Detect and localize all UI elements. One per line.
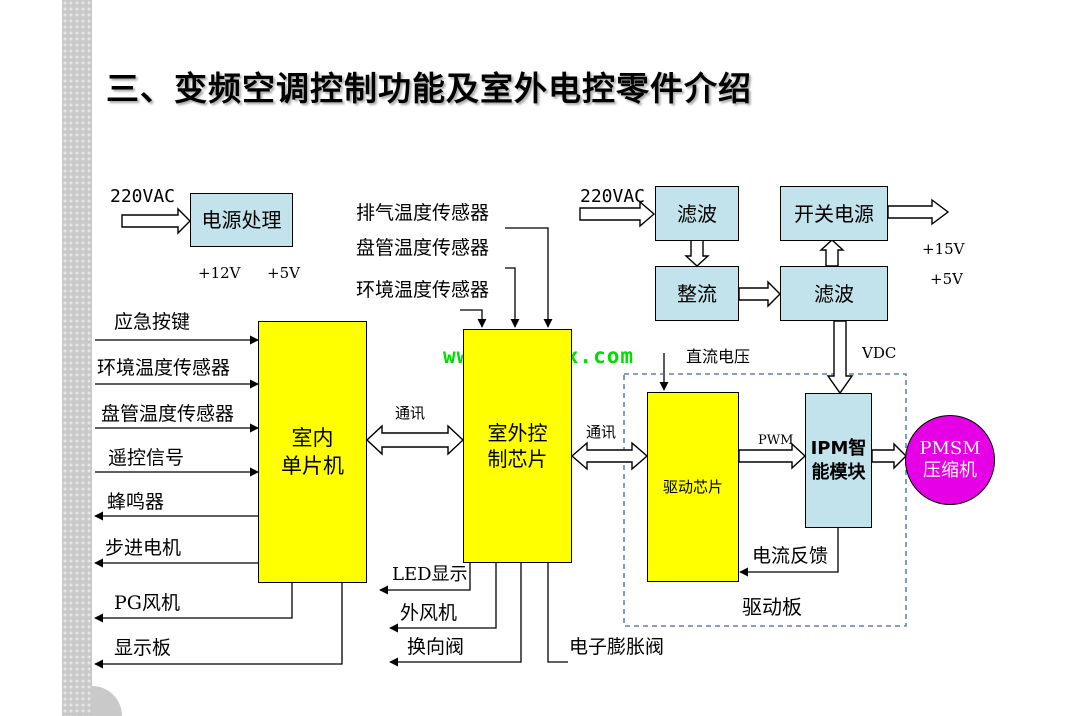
coil-temp-sensor-label: 盘管温度传感器 bbox=[101, 403, 235, 425]
dc-voltage-label: 直流电压 bbox=[686, 347, 751, 366]
buzzer-label: 蜂鸣器 bbox=[107, 491, 165, 513]
remote-signal-label: 遥控信号 bbox=[108, 447, 185, 469]
reversing-valve-label: 换向阀 bbox=[407, 636, 465, 658]
display-board-label: 显示板 bbox=[114, 637, 172, 659]
ipm-label-line1: IPM智 bbox=[810, 437, 867, 459]
power-processing-label: 电源处理 bbox=[201, 208, 282, 232]
pg-fan-label: PG风机 bbox=[114, 592, 180, 614]
pmsm-label-line1: PMSM bbox=[919, 438, 981, 459]
current-feedback-label: 电流反馈 bbox=[752, 545, 829, 567]
v5-label-left: +5V bbox=[267, 264, 300, 282]
driver-board-label: 驱动板 bbox=[742, 595, 802, 619]
filter-box-2: 滤波 bbox=[780, 266, 888, 321]
driver-chip-label: 驱动芯片 bbox=[662, 478, 723, 496]
ipm-label-line2: 能模块 bbox=[811, 461, 866, 483]
pmsm-compressor-circle: PMSM 压缩机 bbox=[905, 415, 995, 505]
comm-label-1: 通讯 bbox=[395, 404, 426, 422]
led-display-label: LED显示 bbox=[392, 564, 468, 585]
ac-input-label-right: 220VAC bbox=[580, 186, 646, 207]
rectifier-label: 整流 bbox=[677, 281, 717, 306]
decorative-sidebar bbox=[62, 0, 92, 716]
ac-input-label-left: 220VAC bbox=[110, 186, 176, 207]
v5-label-right: +5V bbox=[930, 270, 963, 288]
switch-power-box: 开关电源 bbox=[780, 186, 888, 241]
page-title: 三、变频空调控制功能及室外电控零件介绍 bbox=[106, 69, 752, 108]
comm-label-2: 通讯 bbox=[586, 423, 617, 441]
switch-power-label: 开关电源 bbox=[794, 201, 874, 226]
power-processing-box: 电源处理 bbox=[190, 193, 293, 247]
outdoor-fan-label: 外风机 bbox=[400, 602, 458, 624]
rectifier-box: 整流 bbox=[655, 266, 739, 321]
outdoor-ambient-temp-sensor-label: 环境温度传感器 bbox=[356, 279, 490, 301]
filter-label-1: 滤波 bbox=[677, 201, 717, 226]
v15-label: +15V bbox=[922, 240, 965, 258]
indoor-mcu-label-line1: 室内 bbox=[291, 426, 334, 450]
vdc-label: VDC bbox=[862, 344, 897, 362]
filter-label-2: 滤波 bbox=[814, 281, 854, 306]
outdoor-chip-label-line2: 制芯片 bbox=[487, 447, 548, 471]
indoor-mcu-box: 室内 单片机 bbox=[258, 321, 367, 583]
filter-box-1: 滤波 bbox=[655, 186, 739, 241]
exhaust-temp-sensor-label: 排气温度传感器 bbox=[356, 202, 490, 224]
outdoor-control-chip-box: 室外控 制芯片 bbox=[463, 329, 572, 563]
indoor-mcu-label-line2: 单片机 bbox=[281, 454, 344, 478]
pmsm-label-line2: 压缩机 bbox=[923, 460, 977, 481]
ambient-temp-sensor-label: 环境温度传感器 bbox=[97, 357, 231, 379]
emergency-key-label: 应急按键 bbox=[114, 311, 191, 333]
outdoor-chip-label-line1: 室外控 bbox=[487, 421, 548, 445]
outdoor-coil-temp-sensor-label: 盘管温度传感器 bbox=[356, 237, 490, 259]
stepper-motor-label: 步进电机 bbox=[105, 537, 182, 559]
expansion-valve-label: 电子膨胀阀 bbox=[569, 636, 665, 658]
driver-chip-box: 驱动芯片 bbox=[647, 392, 739, 582]
ipm-module-box: IPM智 能模块 bbox=[805, 393, 872, 528]
v12-label: +12V bbox=[198, 264, 241, 282]
pwm-label: PWM bbox=[758, 433, 794, 448]
